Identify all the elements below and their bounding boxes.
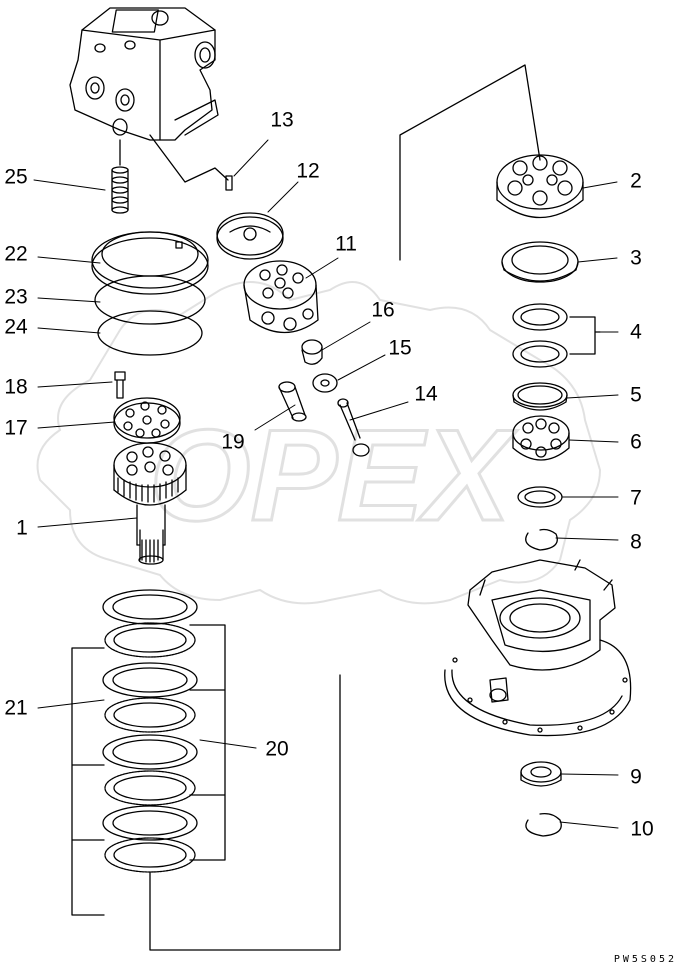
callout-12[interactable]: 12 (296, 159, 320, 183)
callout-4[interactable]: 4 (630, 320, 642, 344)
part-13-pin (225, 175, 233, 191)
bracket-2 (399, 64, 541, 261)
brake-plate-stack (102, 589, 198, 873)
part-5-ring (512, 382, 568, 411)
part-12-valve-plate (216, 212, 284, 260)
part-6-bearing (512, 415, 570, 461)
part-11-cylinder-block (243, 260, 319, 333)
callout-20[interactable]: 20 (265, 737, 289, 761)
part-10-snapring (525, 812, 562, 837)
bracket-bottom (149, 674, 341, 951)
bracket-4 (569, 316, 601, 355)
opex-watermark: OPEX (36, 281, 602, 605)
part-17-plate (113, 397, 181, 444)
part-8-snapring (525, 528, 558, 551)
callout-14[interactable]: 14 (414, 382, 438, 406)
part-14-pin (337, 398, 370, 457)
part-9-nut (520, 761, 562, 787)
callout-8[interactable]: 8 (630, 530, 642, 554)
bracket-20 (189, 624, 226, 861)
callout-2[interactable]: 2 (630, 169, 642, 193)
callout-5[interactable]: 5 (630, 383, 642, 407)
callout-13[interactable]: 13 (270, 108, 294, 132)
part-7-ring (517, 486, 563, 508)
part-23-oring (94, 275, 206, 325)
part-24-oring (97, 310, 203, 356)
callout-18[interactable]: 18 (4, 375, 28, 399)
part-4-shim-a (512, 303, 568, 331)
valve-block (69, 7, 219, 141)
callout-24[interactable]: 24 (4, 315, 28, 339)
callout-10[interactable]: 10 (630, 817, 654, 841)
part-3-seal (501, 241, 579, 283)
callout-11[interactable]: 11 (335, 232, 357, 256)
drawing-code: PW5S052 (613, 954, 677, 965)
motor-housing (444, 559, 632, 737)
callout-1[interactable]: 1 (16, 516, 28, 540)
part-1-shaft (113, 442, 187, 565)
part-4-shim-b (512, 340, 568, 368)
part-2-bearing (496, 154, 584, 219)
callout-23[interactable]: 23 (4, 285, 28, 309)
part-18-screw (114, 371, 126, 399)
part-15-washer (312, 373, 338, 393)
callout-7[interactable]: 7 (630, 486, 642, 510)
bracket-21 (71, 647, 105, 916)
callout-22[interactable]: 22 (4, 242, 28, 266)
part-25-spring (111, 139, 129, 214)
callout-3[interactable]: 3 (630, 246, 642, 270)
part-16-ball (301, 339, 323, 365)
callout-19[interactable]: 19 (221, 430, 245, 454)
leader-block-13 (149, 134, 229, 183)
callout-25[interactable]: 25 (4, 165, 28, 189)
part-19-piston (278, 381, 307, 422)
callout-21[interactable]: 21 (4, 696, 28, 720)
callout-17[interactable]: 17 (4, 416, 28, 440)
part-22-piston (91, 231, 209, 295)
callout-15[interactable]: 15 (388, 336, 412, 360)
callout-16[interactable]: 16 (371, 298, 395, 322)
watermark-text: OPEX (149, 402, 518, 548)
callout-6[interactable]: 6 (630, 430, 642, 454)
callout-9[interactable]: 9 (630, 765, 642, 789)
leader-lines (33, 139, 619, 829)
